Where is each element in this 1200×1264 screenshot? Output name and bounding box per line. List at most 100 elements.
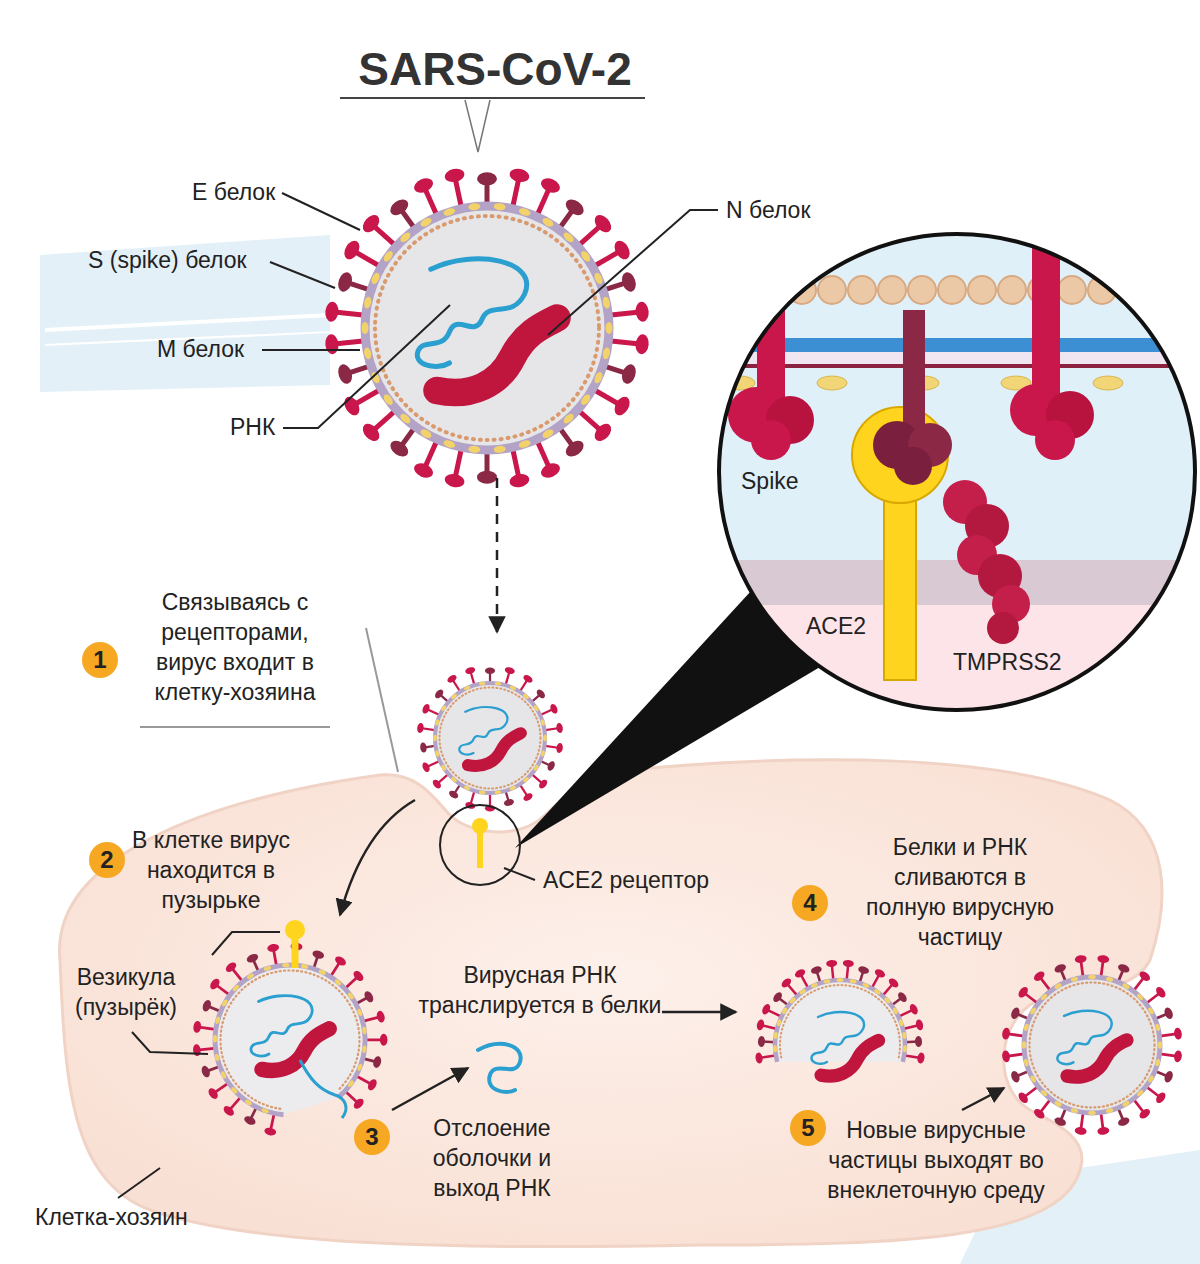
membrane-protein [518, 207, 532, 217]
membrane-protein [450, 693, 457, 700]
e-protein [245, 952, 259, 964]
virus-particle [324, 167, 649, 489]
cell-interior [715, 605, 1200, 725]
leader-line [283, 305, 450, 428]
e-protein [810, 965, 823, 975]
membrane-protein [1147, 1007, 1154, 1016]
membrane-protein [799, 988, 807, 995]
membrane-protein [347, 1079, 355, 1088]
membrane-protein [1088, 975, 1096, 979]
membrane-protein [1093, 376, 1123, 390]
membrane-protein [246, 972, 255, 980]
virus-envelope [1024, 977, 1160, 1113]
spike-protein [611, 394, 632, 418]
membrane-protein [518, 439, 532, 449]
e-protein [243, 1114, 257, 1126]
spike-protein [208, 977, 221, 991]
membrane-protein [232, 984, 240, 992]
spike-protein [591, 421, 614, 445]
matrix-protein [758, 276, 786, 304]
membrane-protein [450, 776, 457, 783]
membrane-protein [533, 764, 540, 771]
membrane-protein [1105, 1108, 1113, 1114]
e-protein [372, 1055, 382, 1068]
membrane-protein [334, 978, 343, 986]
spike-protein [539, 175, 563, 195]
e-protein [620, 270, 639, 293]
spike-protein [873, 968, 886, 979]
spike-protein [446, 673, 458, 684]
ace2-receptor [472, 818, 488, 834]
callout-number: 3 [354, 1119, 390, 1155]
step-text: Отслоение оболочки и выход РНК [420, 1114, 564, 1204]
part-label: РНК [230, 413, 275, 443]
n-protein [468, 733, 521, 766]
spike-protein [1074, 954, 1087, 963]
spike-protein [1173, 1050, 1182, 1063]
leader-line [465, 100, 490, 152]
membrane-protein [362, 1027, 367, 1035]
leader-line [140, 726, 330, 728]
membrane-protein [463, 685, 470, 691]
membrane-protein [781, 1007, 788, 1015]
spike-protein [1097, 954, 1110, 963]
e-protein [535, 688, 546, 700]
spike-protein [376, 1010, 386, 1023]
background-streak [40, 235, 330, 392]
spike-protein [549, 703, 559, 715]
matrix-protein [908, 276, 936, 304]
membrane-protein [1023, 1058, 1029, 1066]
spike-protein [556, 743, 564, 754]
step-text: Новые вирусные частицы выходят во внекле… [825, 1116, 1047, 1206]
part-label: S (spike) белок [88, 246, 247, 276]
matrix-protein [938, 276, 966, 304]
e-protein [433, 688, 444, 700]
membrane-protein [1023, 1023, 1029, 1031]
e-protein [1163, 1070, 1175, 1084]
spike-protein [412, 175, 436, 195]
virus-envelope [715, 338, 1200, 352]
spike-protein [761, 1003, 772, 1016]
membrane-protein [540, 750, 545, 757]
membrane-protein [443, 439, 457, 449]
membrane-protein [1022, 1041, 1026, 1049]
spike-protein [224, 960, 238, 973]
callout-number: 4 [792, 885, 828, 921]
spike-protein [1074, 1126, 1087, 1135]
spike-protein [352, 969, 366, 983]
callout-number: 1 [82, 642, 118, 678]
spike-protein [522, 673, 534, 684]
membrane-protein [1040, 1089, 1048, 1097]
viral-genome [1057, 1011, 1126, 1077]
matrix-protein [1030, 983, 1155, 1108]
e-protein [563, 196, 587, 218]
e-protein [363, 990, 375, 1004]
virus-envelope [715, 364, 1200, 368]
part-label: Клетка-хозяин [35, 1203, 188, 1233]
ace2-receptor [477, 830, 483, 868]
membrane-protein [362, 1045, 367, 1053]
spike-protein [352, 1097, 366, 1111]
spike-protein [826, 959, 838, 967]
spike-protein [1017, 1091, 1030, 1105]
e-protein [1053, 1116, 1067, 1128]
spike-protein [780, 977, 793, 989]
matrix-protein [878, 276, 906, 304]
membrane-protein [213, 1035, 217, 1043]
step-text: В клетке вирус находится в пузырьке [125, 826, 297, 916]
membrane-protein [493, 203, 506, 211]
membrane-protein [220, 1071, 227, 1080]
spike-protein [1001, 1027, 1010, 1040]
membrane-protein [419, 216, 433, 228]
membrane-protein [399, 231, 413, 244]
membrane-protein [1105, 976, 1113, 982]
membrane-protein [1158, 1041, 1162, 1049]
membrane-protein [1155, 1023, 1161, 1031]
process-arrow [662, 1011, 736, 1014]
e-protein [772, 991, 784, 1004]
spike-protein [421, 703, 431, 715]
membrane-protein [363, 296, 372, 309]
membrane-protein [562, 231, 576, 244]
n-protein [437, 318, 557, 392]
leader-line [212, 932, 280, 955]
